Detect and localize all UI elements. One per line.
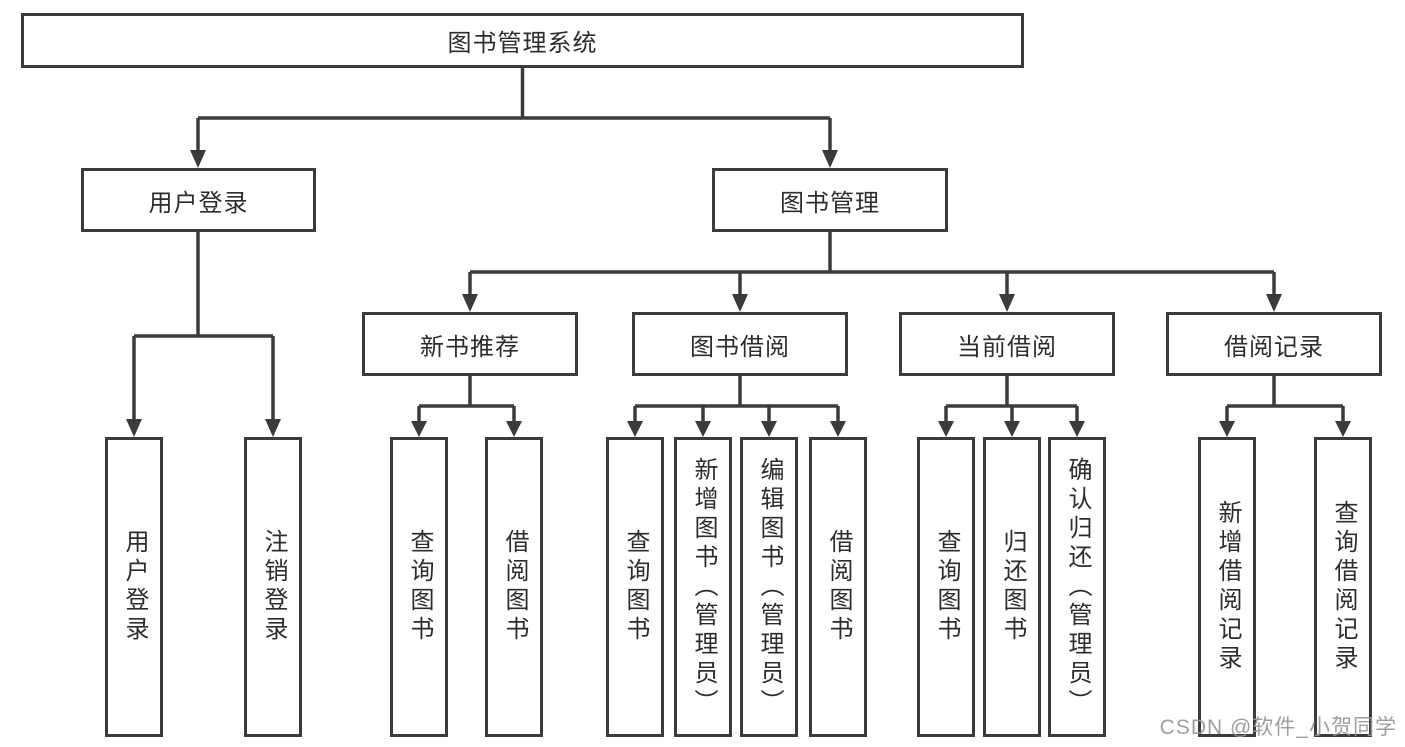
leaf-logout: 注销登录	[244, 437, 302, 737]
leaf-add-borrow-record: 新增借阅记录	[1198, 437, 1256, 737]
node-label: 当前借阅	[957, 333, 1057, 361]
node-label: 归还图书	[999, 529, 1026, 645]
leaf-return-books: 归还图书	[983, 437, 1041, 737]
node-label: 借阅图书	[501, 529, 528, 645]
node-label: 用户登录	[148, 189, 249, 217]
node-label: 新增借阅记录	[1214, 500, 1241, 674]
leaf-query-books-borrow: 查询图书	[606, 437, 664, 737]
leaf-query-borrow-record: 查询借阅记录	[1314, 437, 1372, 737]
node-label: 图书管理系统	[447, 30, 598, 57]
node-borrow-records: 借阅记录	[1166, 312, 1382, 376]
node-label: 新增图书（管理员）	[690, 456, 717, 718]
node-label: 借阅记录	[1224, 333, 1324, 361]
leaf-borrow-books: 借阅图书	[809, 437, 867, 737]
leaf-query-books-recommend: 查询图书	[390, 437, 448, 737]
node-label: 查询借阅记录	[1330, 500, 1357, 674]
leaf-user-login: 用户登录	[105, 437, 163, 737]
node-label: 查询图书	[622, 529, 649, 645]
leaf-query-books-current: 查询图书	[917, 437, 975, 737]
node-label: 确认归还（管理员）	[1064, 456, 1091, 718]
node-label: 图书借阅	[690, 333, 790, 361]
node-label: 注销登录	[260, 529, 287, 645]
node-label: 查询图书	[933, 529, 960, 645]
node-user-login-branch: 用户登录	[81, 168, 316, 232]
node-label: 查询图书	[406, 529, 433, 645]
node-label: 编辑图书（管理员）	[756, 456, 783, 718]
leaf-borrow-books-recommend: 借阅图书	[485, 437, 543, 737]
node-new-book-recommend: 新书推荐	[362, 312, 578, 376]
leaf-confirm-return-admin: 确认归还（管理员）	[1048, 437, 1106, 737]
node-book-management: 图书管理	[712, 168, 948, 232]
node-current-borrow: 当前借阅	[899, 312, 1115, 376]
node-label: 借阅图书	[825, 529, 852, 645]
node-label: 新书推荐	[420, 333, 520, 361]
csdn-watermark: CSDN @软件_小贺同学	[1159, 716, 1397, 739]
node-label: 用户登录	[121, 529, 148, 645]
node-book-borrow: 图书借阅	[632, 312, 848, 376]
leaf-add-books-admin: 新增图书（管理员）	[674, 437, 732, 737]
leaf-edit-books-admin: 编辑图书（管理员）	[740, 437, 798, 737]
node-library-system: 图书管理系统	[21, 13, 1024, 68]
node-label: 图书管理	[780, 189, 880, 217]
